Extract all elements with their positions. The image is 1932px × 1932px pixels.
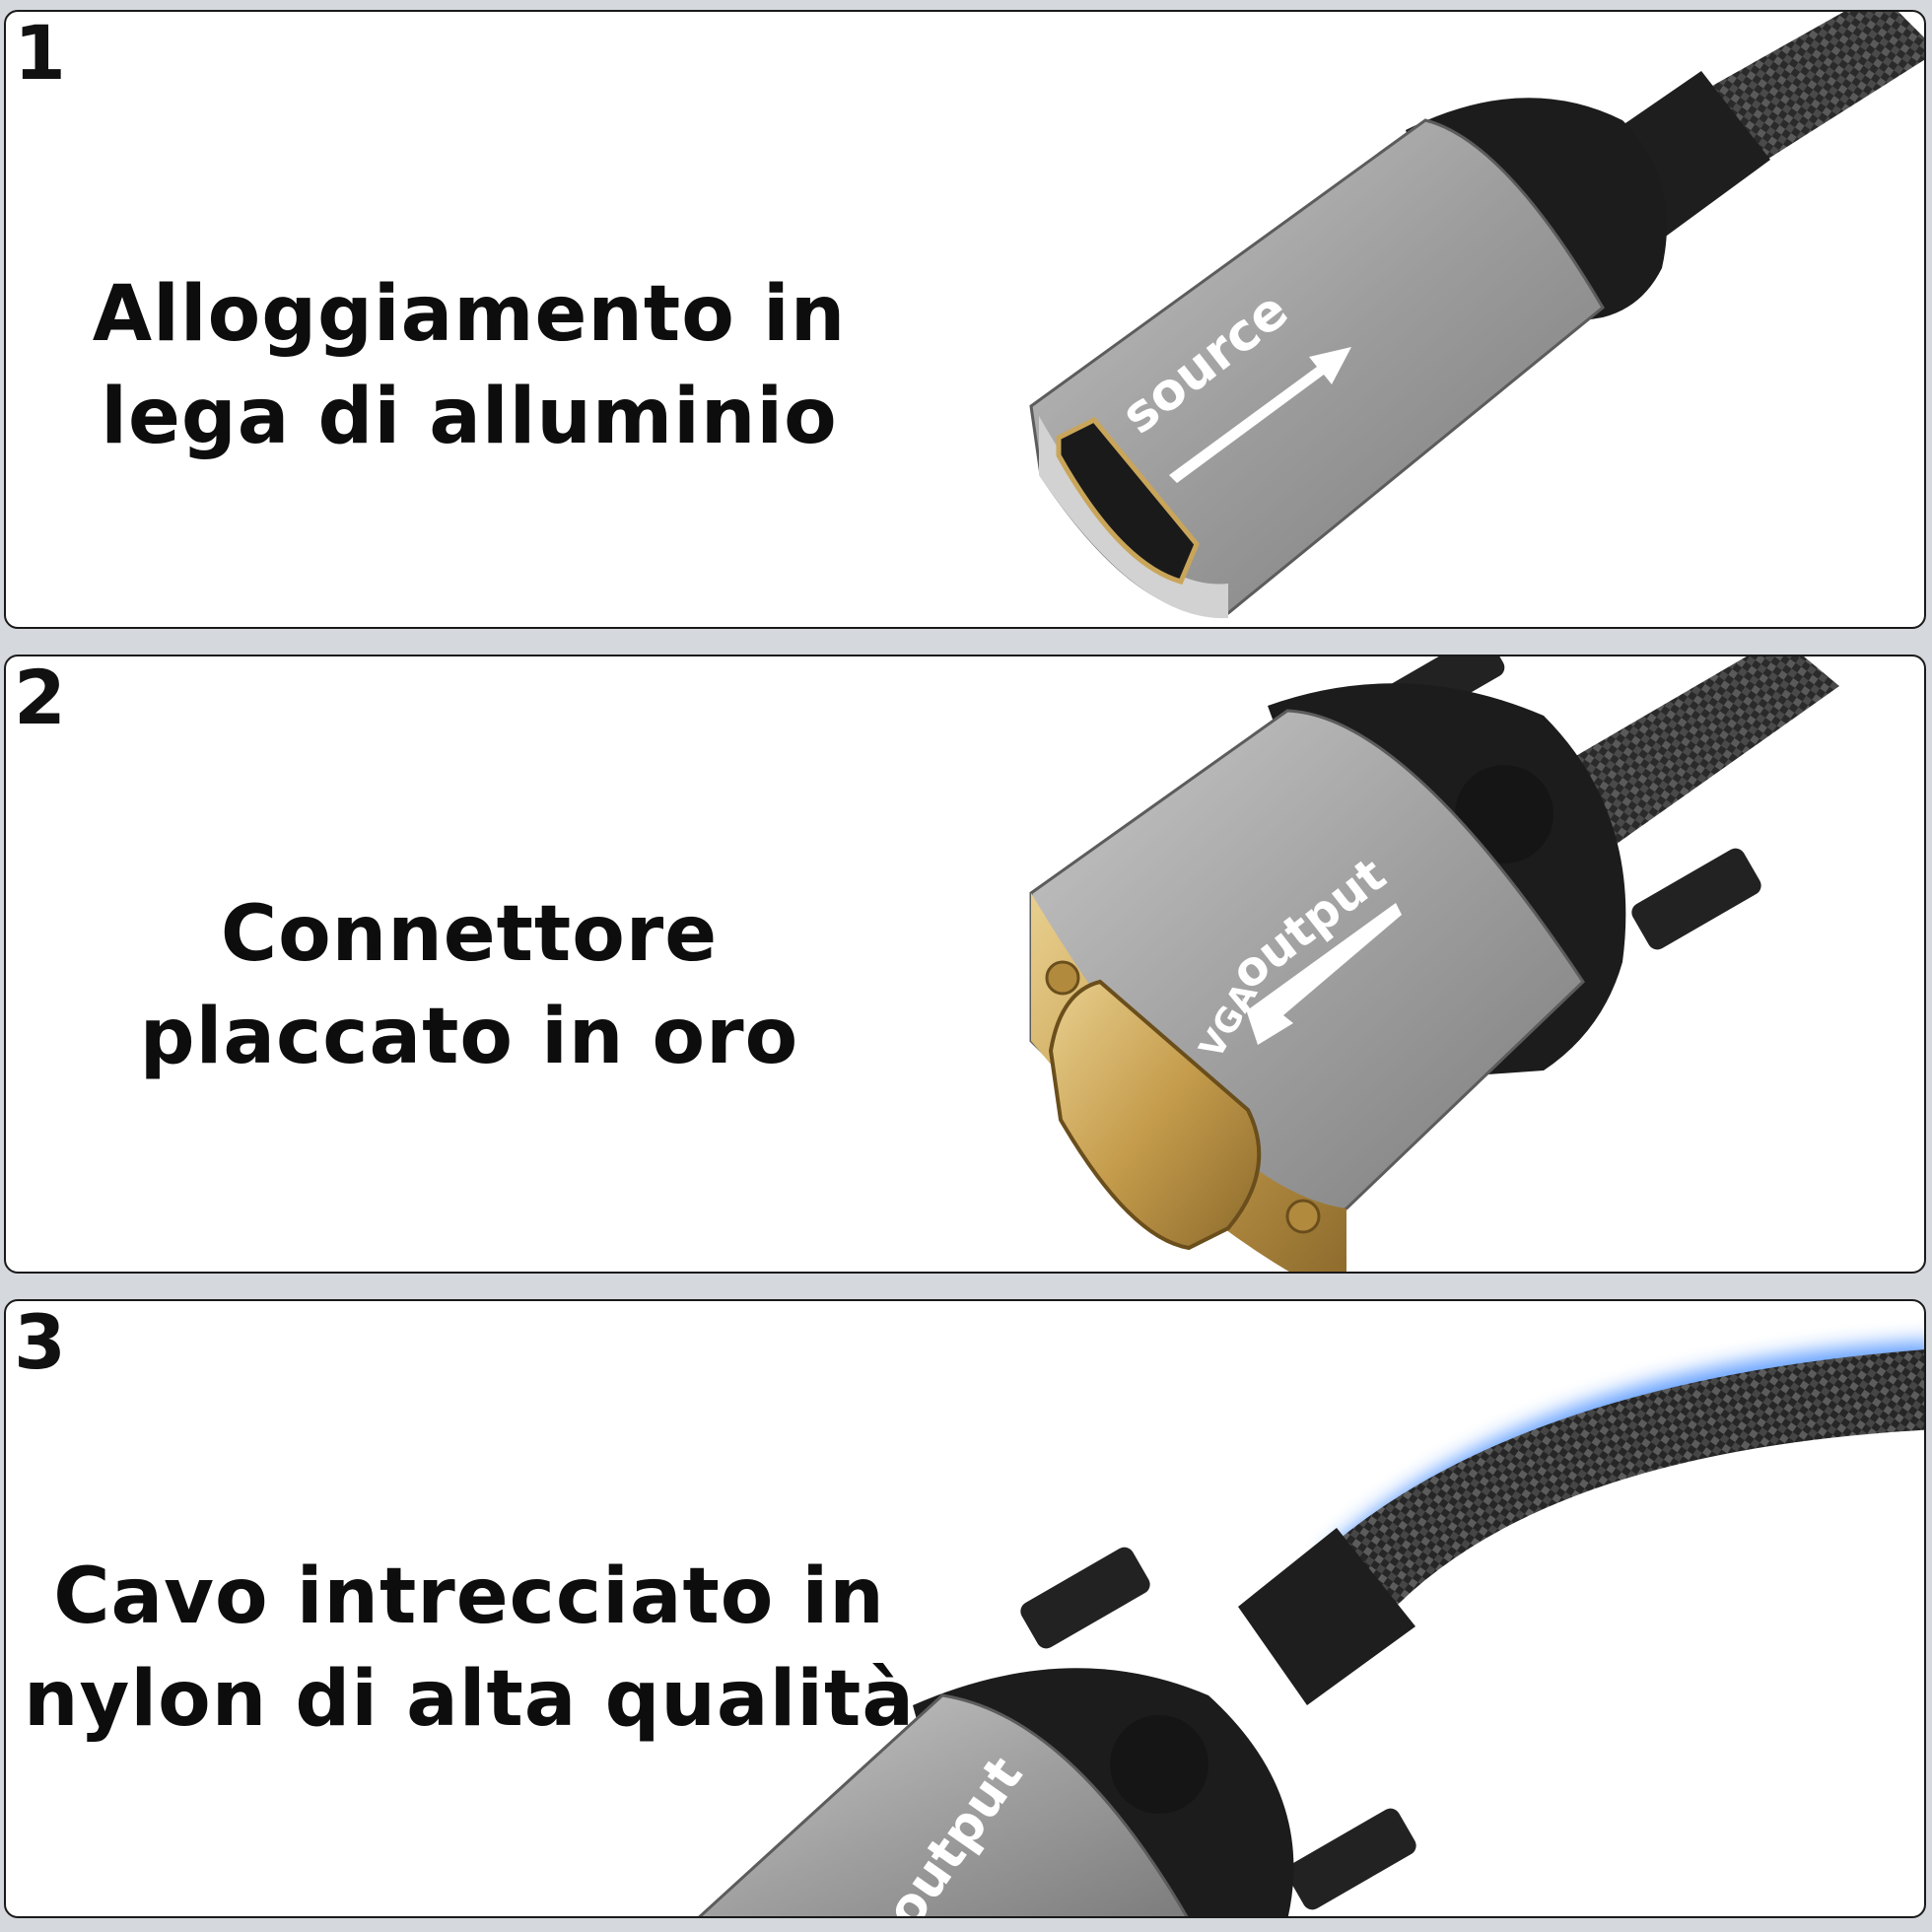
boot-emboss xyxy=(1455,765,1553,863)
caption-line: Cavo intrecciato in xyxy=(53,1552,885,1641)
panel-number: 1 xyxy=(14,10,66,97)
caption-line: placcato in oro xyxy=(139,993,799,1081)
gold-plate xyxy=(1031,893,1346,1272)
panel-number: 3 xyxy=(14,1299,66,1386)
caption-line: nylon di alta qualità xyxy=(24,1655,915,1744)
panel-caption: Connettore placcato in oro xyxy=(6,883,932,1088)
panel-caption: Cavo intrecciato in nylon di alta qualit… xyxy=(6,1546,932,1751)
braided-cable xyxy=(1307,1349,1924,1617)
aluminum-housing xyxy=(698,1693,1189,1916)
hdmi-port-icon xyxy=(1056,416,1200,586)
thumb-screw-icon xyxy=(1631,848,1761,950)
feature-panel-gold: 2 Connettore placcato in oro xyxy=(4,655,1926,1274)
thumb-screw-icon xyxy=(1020,1547,1150,1649)
braided-cable-illustration: output xyxy=(698,1341,1924,1916)
arrow-icon xyxy=(1242,903,1402,1045)
caption-line: Alloggiamento in xyxy=(92,270,847,359)
hex-screw-icon xyxy=(1045,960,1080,996)
boot-emboss xyxy=(1110,1715,1208,1814)
thumb-screw-icon xyxy=(1286,1808,1416,1910)
strain-relief xyxy=(1238,1528,1415,1705)
hex-screw-icon xyxy=(1285,1199,1321,1234)
panel-number: 2 xyxy=(14,655,66,741)
feature-panel-braided: 3 Cavo intrecciato in nylon di alta qual… xyxy=(4,1299,1926,1918)
panel-caption: Alloggiamento in lega di alluminio xyxy=(6,263,932,468)
hdmi-connector-illustration: source xyxy=(1029,12,1924,619)
arrow-icon xyxy=(1169,347,1351,483)
housing-face xyxy=(1039,416,1228,619)
caption-line: Connettore xyxy=(220,890,719,979)
caption-line: lega di alluminio xyxy=(101,373,838,461)
feature-panel-aluminum: 1 Alloggiamento in lega di alluminio sou… xyxy=(4,10,1926,629)
vga-connector-illustration: output VGA xyxy=(1029,656,1839,1272)
vga-dsub-shell xyxy=(1048,979,1262,1251)
braided-cable xyxy=(1544,656,1839,854)
